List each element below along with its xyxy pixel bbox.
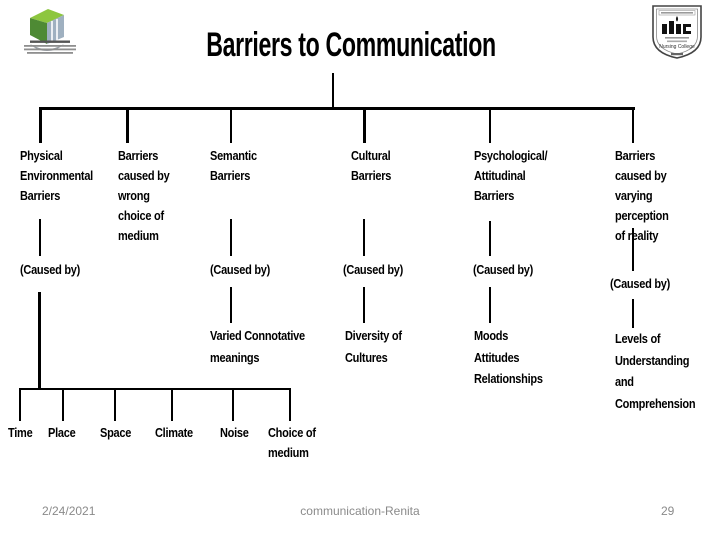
bottom-item-climate: Climate	[155, 426, 193, 440]
connector-psychological-lower	[489, 287, 491, 323]
connector-drop-physical	[39, 107, 42, 143]
connector-perception-lower	[632, 299, 634, 328]
connector-perception-upper	[632, 228, 634, 271]
connector-semantic-upper	[230, 219, 232, 256]
connector-tick-place	[62, 388, 64, 421]
footer-date: 2/24/2021	[42, 504, 96, 518]
connector-drop-psychological	[489, 107, 491, 143]
branch-label-cultural: Cultural Barriers	[351, 149, 392, 183]
caused-by-semantic: (Caused by)	[210, 263, 271, 277]
connector-drop-cultural	[363, 107, 366, 143]
connector-physical-long	[38, 292, 41, 389]
footer-center-text: communication-Renita	[300, 504, 420, 518]
slide-title: Barriers to Communication	[206, 26, 496, 64]
connector-tick-climate	[171, 388, 173, 421]
college-logo-left	[18, 4, 82, 61]
sub-label-diversity-of-cultures: Diversity of Cultures	[345, 329, 402, 365]
right-logo-caption: Nursing College	[659, 44, 695, 50]
connector-tick-choice	[289, 388, 291, 421]
bottom-item-noise: Noise	[220, 426, 249, 440]
branch-label-perception: Barriers caused by varying perception of…	[615, 149, 669, 243]
sub-label-varied-connotative: Varied Connotative meanings	[210, 329, 305, 365]
branch-label-wrong-medium: Barriers caused by wrong choice of mediu…	[118, 149, 170, 243]
connector-tick-time	[19, 388, 21, 421]
connector-title-stub	[332, 73, 334, 108]
bottom-item-space: Space	[100, 426, 132, 440]
connector-drop-wrong-medium	[126, 107, 129, 143]
nnc-monogram	[662, 21, 691, 34]
college-emblem-right-icon: Nursing College	[652, 5, 702, 59]
sub-label-levels-of-understanding: Levels of Understanding and Comprehensio…	[615, 332, 696, 411]
connector-physical-upper	[39, 219, 41, 256]
branch-label-physical-environmental: Physical Environmental Barriers	[20, 149, 93, 203]
sub-label-moods-attitudes: Moods Attitudes Relationships	[474, 329, 543, 386]
college-emblem-left-icon	[24, 9, 76, 54]
connector-cultural-lower	[363, 287, 365, 323]
footer-page-number: 29	[661, 504, 675, 518]
flame-icon	[675, 16, 679, 22]
connector-tick-noise	[232, 388, 234, 421]
connector-psychological-upper	[489, 221, 491, 256]
caused-by-psychological: (Caused by)	[473, 263, 534, 277]
branch-label-semantic: Semantic Barriers	[210, 149, 257, 183]
bottom-item-place: Place	[48, 426, 76, 440]
connector-semantic-lower	[230, 287, 232, 323]
caused-by-physical: (Caused by)	[20, 263, 81, 277]
branch-label-psychological: Psychological/ Attitudinal Barriers	[474, 149, 548, 203]
bottom-item-choice-of-medium: Choice of medium	[268, 426, 316, 460]
connector-tick-space	[114, 388, 116, 421]
connector-drop-semantic	[230, 107, 232, 143]
connector-main-horizontal	[39, 107, 635, 110]
bottom-item-time: Time	[8, 426, 33, 440]
college-logo-right: Nursing College	[648, 3, 706, 66]
caused-by-cultural: (Caused by)	[343, 263, 404, 277]
connector-drop-perception	[632, 107, 634, 143]
caused-by-perception: (Caused by)	[610, 277, 671, 291]
connector-bottom-horizontal	[19, 388, 291, 390]
connector-cultural-upper	[363, 219, 365, 256]
